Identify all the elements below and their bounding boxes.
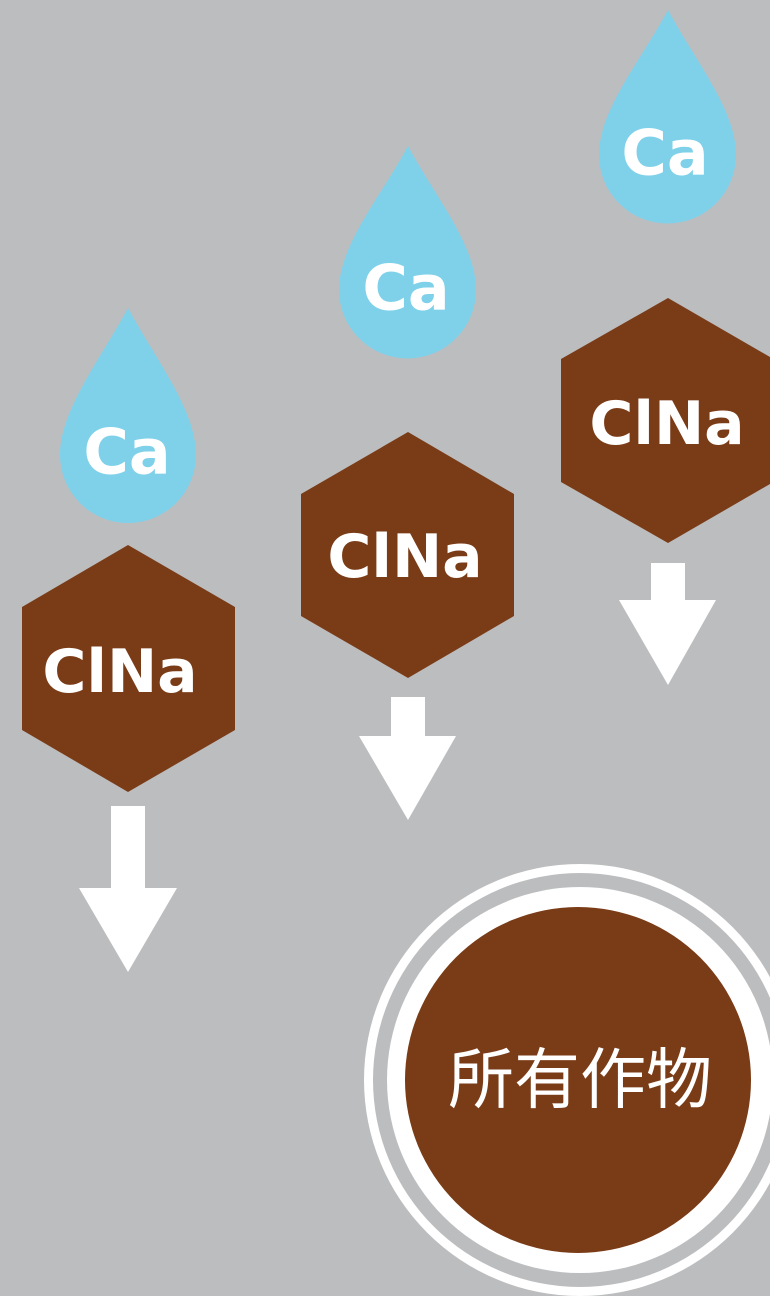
water-drop-icon: Ca: [599, 10, 736, 224]
hexagon-badge: ClNa: [22, 545, 235, 792]
arrow-down-icon: [79, 806, 177, 972]
water-drop-icon: Ca: [339, 146, 476, 359]
crop-circle-fill: [405, 907, 751, 1253]
hexagon-badge: ClNa: [561, 298, 770, 543]
hexagon-label: ClNa: [589, 389, 744, 459]
column-1: Ca ClNa: [22, 308, 235, 972]
column-2: Ca ClNa: [301, 146, 514, 820]
drop-label: Ca: [621, 117, 708, 190]
hexagon-badge: ClNa: [301, 432, 514, 678]
drop-label: Ca: [83, 416, 170, 489]
arrow-down-icon: [619, 563, 716, 685]
target-crops-circle: 所有作物: [364, 864, 770, 1296]
arrow-down-icon: [359, 697, 456, 820]
water-drop-icon: Ca: [60, 308, 196, 523]
target-label: 所有作物: [448, 1042, 712, 1119]
hexagon-label: ClNa: [327, 522, 482, 592]
hexagon-label: ClNa: [42, 637, 197, 707]
column-3: Ca ClNa: [561, 10, 770, 685]
drop-label: Ca: [362, 252, 449, 325]
